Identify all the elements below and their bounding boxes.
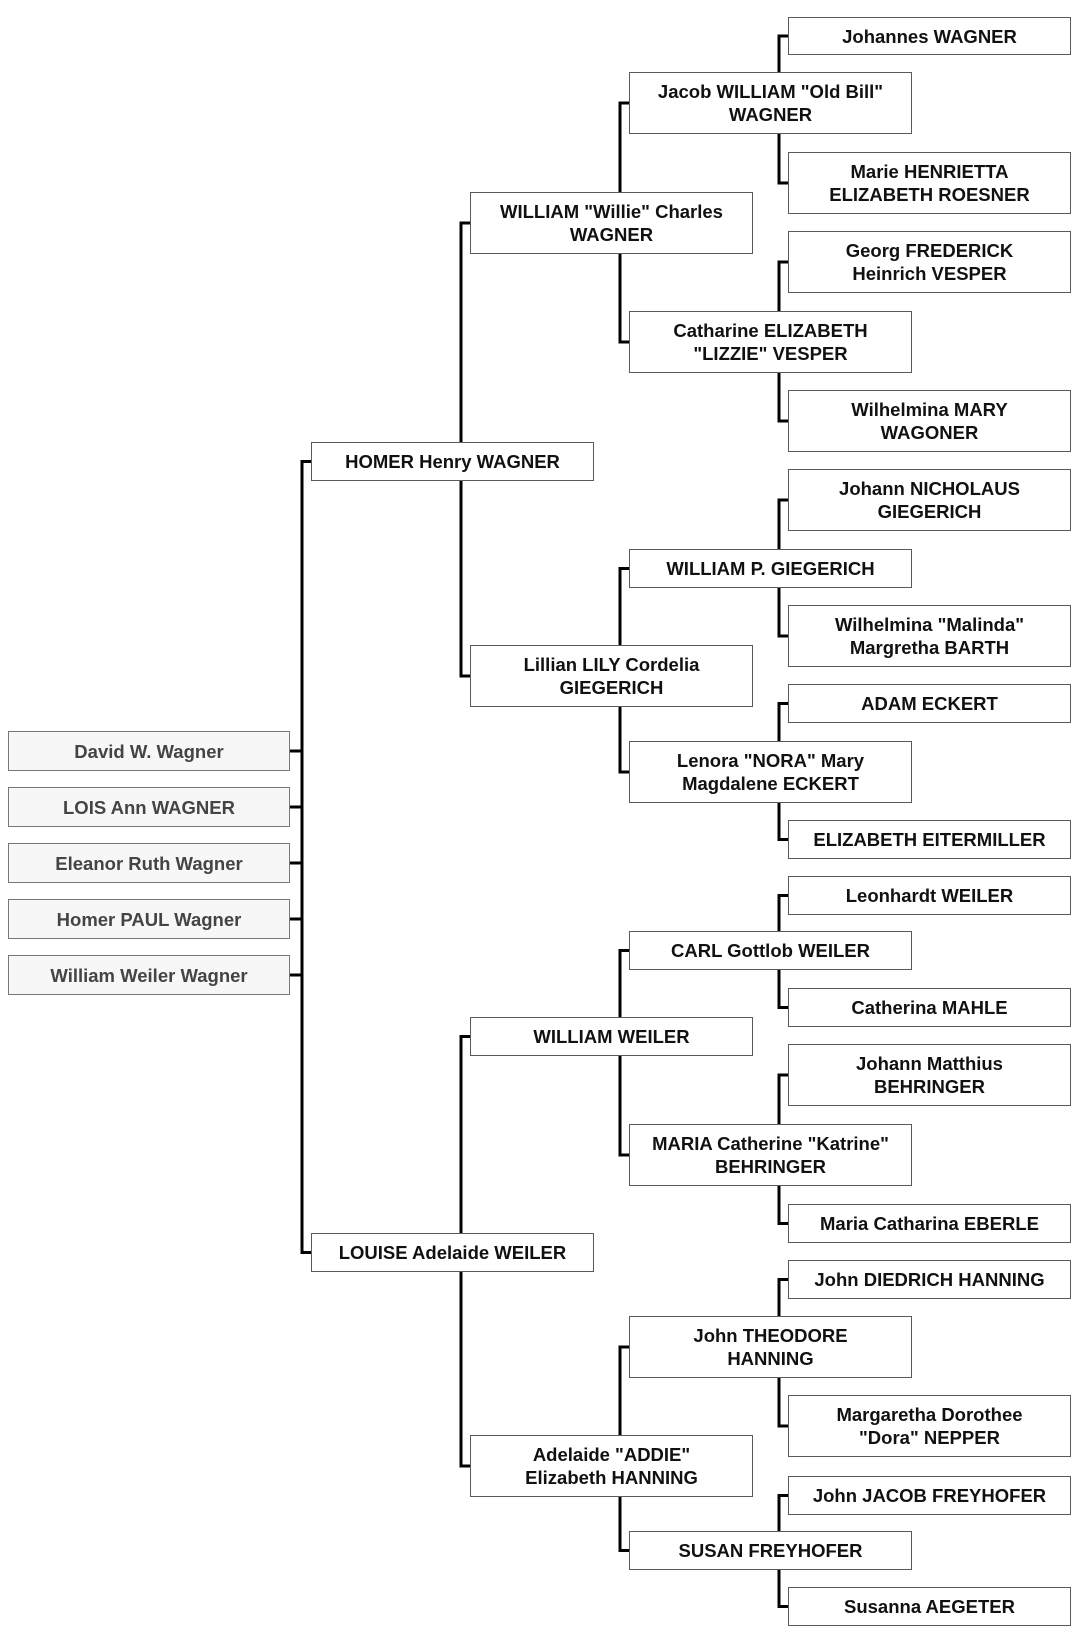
parent-box-2: LOUISE Adelaide WEILER: [311, 1233, 594, 1272]
great-great-grandparent-box-14: Margaretha Dorothee "Dora" NEPPER: [788, 1395, 1071, 1457]
great-great-grandparent-box-9: Leonhardt WEILER: [788, 876, 1071, 915]
parent-box-1: HOMER Henry WAGNER: [311, 442, 594, 481]
great-grandparent-box-2: Catharine ELIZABETH "LIZZIE" VESPER: [629, 311, 912, 373]
grandparent-box-2: Lillian LILY Cordelia GIEGERICH: [470, 645, 753, 707]
great-grandparent-box-6: MARIA Catherine "Katrine" BEHRINGER: [629, 1124, 912, 1186]
great-great-grandparent-box-15: John JACOB FREYHOFER: [788, 1476, 1071, 1515]
child-box-2: LOIS Ann WAGNER: [8, 787, 290, 827]
great-great-grandparent-box-13: John DIEDRICH HANNING: [788, 1260, 1071, 1299]
great-great-grandparent-box-6: Wilhelmina "Malinda" Margretha BARTH: [788, 605, 1071, 667]
child-box-3: Eleanor Ruth Wagner: [8, 843, 290, 883]
great-great-grandparent-box-11: Johann Matthius BEHRINGER: [788, 1044, 1071, 1106]
great-great-grandparent-box-5: Johann NICHOLAUS GIEGERICH: [788, 469, 1071, 531]
great-grandparent-box-4: Lenora "NORA" Mary Magdalene ECKERT: [629, 741, 912, 803]
great-grandparent-box-8: SUSAN FREYHOFER: [629, 1531, 912, 1570]
great-grandparent-box-3: WILLIAM P. GIEGERICH: [629, 549, 912, 588]
great-grandparent-box-5: CARL Gottlob WEILER: [629, 931, 912, 970]
great-great-grandparent-box-8: ELIZABETH EITERMILLER: [788, 820, 1071, 859]
great-great-grandparent-box-2: Marie HENRIETTA ELIZABETH ROESNER: [788, 152, 1071, 214]
great-great-grandparent-box-7: ADAM ECKERT: [788, 684, 1071, 723]
great-great-grandparent-box-3: Georg FREDERICK Heinrich VESPER: [788, 231, 1071, 293]
great-grandparent-box-7: John THEODORE HANNING: [629, 1316, 912, 1378]
great-grandparent-box-1: Jacob WILLIAM "Old Bill" WAGNER: [629, 72, 912, 134]
child-box-1: David W. Wagner: [8, 731, 290, 771]
grandparent-box-4: Adelaide "ADDIE" Elizabeth HANNING: [470, 1435, 753, 1497]
grandparent-box-3: WILLIAM WEILER: [470, 1017, 753, 1056]
great-great-grandparent-box-4: Wilhelmina MARY WAGONER: [788, 390, 1071, 452]
child-box-5: William Weiler Wagner: [8, 955, 290, 995]
great-great-grandparent-box-12: Maria Catharina EBERLE: [788, 1204, 1071, 1243]
child-box-4: Homer PAUL Wagner: [8, 899, 290, 939]
great-great-grandparent-box-16: Susanna AEGETER: [788, 1587, 1071, 1626]
grandparent-box-1: WILLIAM "Willie" Charles WAGNER: [470, 192, 753, 254]
great-great-grandparent-box-1: Johannes WAGNER: [788, 17, 1071, 55]
great-great-grandparent-box-10: Catherina MAHLE: [788, 988, 1071, 1027]
